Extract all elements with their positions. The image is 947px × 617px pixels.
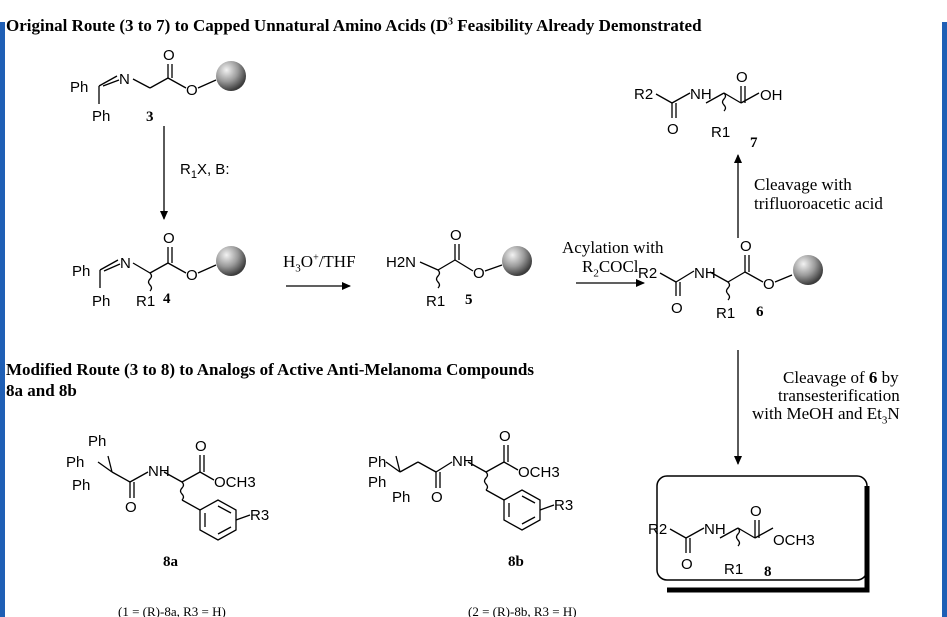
compound-label-3: 3 xyxy=(146,109,154,125)
c8b-ph-middle: Ph xyxy=(368,474,386,491)
c8b-caption: (2 = (R)-8b, R3 = H) xyxy=(468,604,577,617)
c3-o-ester: O xyxy=(186,82,198,99)
c8b-ph-bottom: Ph xyxy=(392,489,410,506)
compound-label-4: 4 xyxy=(163,291,171,307)
cleavage-trans-line1: Cleavage of 6 by xyxy=(783,368,899,387)
c7-oh: OH xyxy=(760,87,783,104)
resin-bead-3 xyxy=(216,61,246,91)
c8a-o-amide: O xyxy=(125,499,137,516)
c4-o-ester: O xyxy=(186,267,198,284)
hydrolysis-reagent: H3O+/THF xyxy=(283,252,356,275)
cleavage-tfa-line2: trifluoroacetic acid xyxy=(754,194,883,213)
c7-r2: R2 xyxy=(634,86,653,103)
c3-n: N xyxy=(119,71,130,88)
compound-3-structure xyxy=(98,64,217,104)
c4-o-carbonyl: O xyxy=(163,230,175,247)
compound-8-structure xyxy=(669,520,774,553)
acylation-reagent-line1: Acylation with xyxy=(562,238,664,257)
c8a-ph-top: Ph xyxy=(88,433,106,450)
compound-label-6: 6 xyxy=(756,304,764,320)
compound-6-structure xyxy=(659,255,793,301)
c8b-och3: OCH3 xyxy=(518,464,560,481)
c5-o-carbonyl: O xyxy=(450,227,462,244)
cleavage-trans-line2: transesterification xyxy=(778,386,900,405)
c5-r1: R1 xyxy=(426,293,445,310)
c8-r1: R1 xyxy=(724,561,743,578)
c3-ph-top: Ph xyxy=(70,79,88,96)
c8a-ph-bottom: Ph xyxy=(72,477,90,494)
c7-o-carbonyl: O xyxy=(736,69,748,86)
resin-bead-4 xyxy=(216,246,246,276)
c4-ph-bottom: Ph xyxy=(92,293,110,310)
frame-right-border xyxy=(942,22,947,617)
compound-8b-structure xyxy=(385,445,555,531)
c6-o-ester: O xyxy=(763,276,775,293)
compound-4-structure xyxy=(99,247,217,292)
c8-o-amide: O xyxy=(681,556,693,573)
cleavage-tfa-line1: Cleavage with xyxy=(754,175,852,194)
c4-r1: R1 xyxy=(136,293,155,310)
modified-route-heading-line2: 8a and 8b xyxy=(6,381,77,400)
c6-r2: R2 xyxy=(638,265,657,282)
c4-n: N xyxy=(120,255,131,272)
c8b-r3: R3 xyxy=(554,497,573,514)
compound-label-7: 7 xyxy=(750,135,758,151)
c8a-caption: (1 = (R)-8a, R3 = H) xyxy=(118,604,226,617)
compound-label-8: 8 xyxy=(764,564,772,580)
compound-8a-structure xyxy=(97,455,251,541)
compound-5-structure xyxy=(419,244,503,289)
compound-label-5: 5 xyxy=(465,292,473,308)
compound-7-structure xyxy=(655,86,760,118)
c6-nh: NH xyxy=(694,265,716,282)
top-strip xyxy=(0,0,947,22)
c8b-nh: NH xyxy=(452,453,474,470)
resin-bead-6 xyxy=(793,255,823,285)
c8a-och3: OCH3 xyxy=(214,474,256,491)
c3-ph-bottom: Ph xyxy=(92,108,110,125)
alkylation-reagent: R1X, B: xyxy=(180,161,230,181)
modified-route-heading-line1: Modified Route (3 to 8) to Analogs of Ac… xyxy=(6,360,534,379)
c5-o-ester: O xyxy=(473,265,485,282)
c8a-ph-middle: Ph xyxy=(66,454,84,471)
acylation-reagent-line2: R2COCl xyxy=(582,257,639,280)
resin-bead-5 xyxy=(502,246,532,276)
c6-r1: R1 xyxy=(716,305,735,322)
c5-h2n: H2N xyxy=(386,254,416,271)
c8-r2: R2 xyxy=(648,521,667,538)
c3-o-carbonyl: O xyxy=(163,47,175,64)
c8b-ph-top: Ph xyxy=(368,454,386,471)
c8b-o-carbonyl: O xyxy=(499,428,511,445)
frame-left-border xyxy=(0,22,5,617)
c6-o-carbonyl: O xyxy=(740,238,752,255)
c7-r1: R1 xyxy=(711,124,730,141)
compound-label-8a: 8a xyxy=(163,554,179,570)
c8-nh: NH xyxy=(704,521,726,538)
c8b-o-amide: O xyxy=(431,489,443,506)
c8a-o-carbonyl: O xyxy=(195,438,207,455)
c8a-nh: NH xyxy=(148,463,170,480)
c4-ph-top: Ph xyxy=(72,263,90,280)
c8-o-carbonyl: O xyxy=(750,503,762,520)
original-route-heading: Original Route (3 to 7) to Capped Unnatu… xyxy=(6,16,702,35)
c8-och3: OCH3 xyxy=(773,532,815,549)
c7-nh: NH xyxy=(690,86,712,103)
compound-label-8b: 8b xyxy=(508,554,524,570)
c7-o-amide: O xyxy=(667,121,679,138)
cleavage-trans-line3: with MeOH and Et3N xyxy=(752,404,900,427)
c6-o-amide: O xyxy=(671,300,683,317)
c8a-r3: R3 xyxy=(250,507,269,524)
